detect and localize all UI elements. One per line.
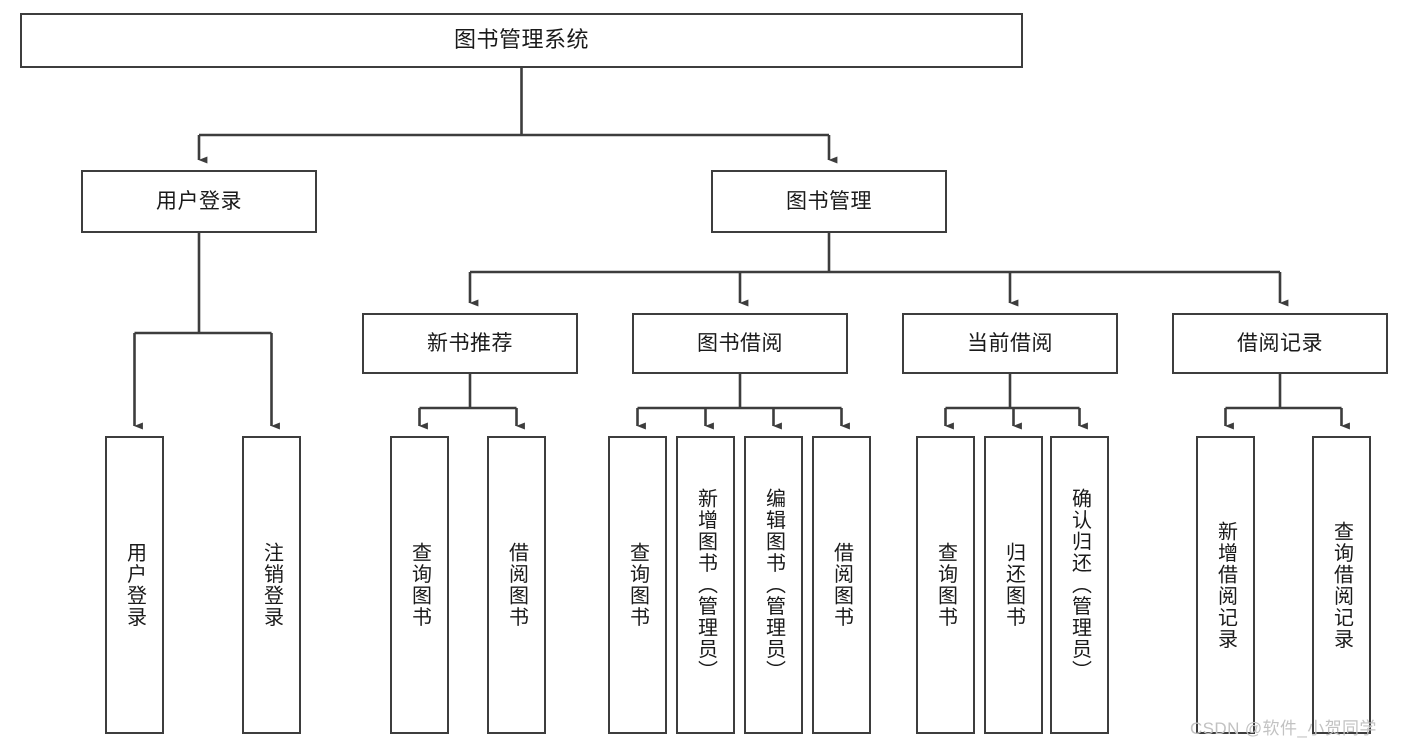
- leaf-node-return-books[interactable]: 归还图书: [984, 436, 1043, 734]
- node-label: 新增借阅记录: [1214, 520, 1237, 650]
- leaf-node-add-book-admin[interactable]: 新增图书（管理员）: [676, 436, 735, 734]
- node-label: 用户登录: [156, 189, 242, 213]
- node-label: 查询图书: [934, 542, 957, 628]
- node-label: 图书借阅: [697, 331, 783, 355]
- node-label: 注销登录: [260, 542, 283, 628]
- leaf-node-confirm-return-admin[interactable]: 确认归还（管理员）: [1050, 436, 1109, 734]
- node-label: 借阅记录: [1237, 331, 1323, 355]
- node-label: 新增图书（管理员）: [694, 488, 717, 682]
- node-label: 图书管理: [786, 189, 872, 213]
- node-label: 归还图书: [1002, 542, 1025, 628]
- leaf-node-query-borrow-record[interactable]: 查询借阅记录: [1312, 436, 1371, 734]
- leaf-node-borrow-books-recommend[interactable]: 借阅图书: [487, 436, 546, 734]
- node-new-book-recommendation[interactable]: 新书推荐: [362, 313, 578, 374]
- node-label: 查询图书: [408, 542, 431, 628]
- node-label: 新书推荐: [427, 331, 513, 355]
- node-label: 当前借阅: [967, 331, 1053, 355]
- node-label: 查询图书: [626, 542, 649, 628]
- node-book-borrowing[interactable]: 图书借阅: [632, 313, 848, 374]
- node-label: 借阅图书: [505, 542, 528, 628]
- leaf-node-add-borrow-record[interactable]: 新增借阅记录: [1196, 436, 1255, 734]
- csdn-watermark: CSDN @软件_小贺同学: [1190, 719, 1377, 738]
- leaf-node-edit-book-admin[interactable]: 编辑图书（管理员）: [744, 436, 803, 734]
- leaf-node-query-books-recommend[interactable]: 查询图书: [390, 436, 449, 734]
- leaf-node-query-books-current[interactable]: 查询图书: [916, 436, 975, 734]
- node-label: 图书管理系统: [453, 27, 589, 53]
- node-label: 编辑图书（管理员）: [762, 488, 785, 682]
- node-label: 查询借阅记录: [1330, 520, 1353, 650]
- node-label: 借阅图书: [830, 542, 853, 628]
- node-borrow-records[interactable]: 借阅记录: [1172, 313, 1388, 374]
- node-user-login[interactable]: 用户登录: [81, 170, 317, 233]
- node-label: 用户登录: [123, 542, 146, 628]
- node-current-borrowing[interactable]: 当前借阅: [902, 313, 1118, 374]
- leaf-node-borrow-books[interactable]: 借阅图书: [812, 436, 871, 734]
- leaf-node-logout[interactable]: 注销登录: [242, 436, 301, 734]
- node-book-management[interactable]: 图书管理: [711, 170, 947, 233]
- node-root-library-management-system[interactable]: 图书管理系统: [20, 13, 1023, 68]
- leaf-node-user-login[interactable]: 用户登录: [105, 436, 164, 734]
- leaf-node-query-books-borrowing[interactable]: 查询图书: [608, 436, 667, 734]
- node-label: 确认归还（管理员）: [1068, 488, 1091, 682]
